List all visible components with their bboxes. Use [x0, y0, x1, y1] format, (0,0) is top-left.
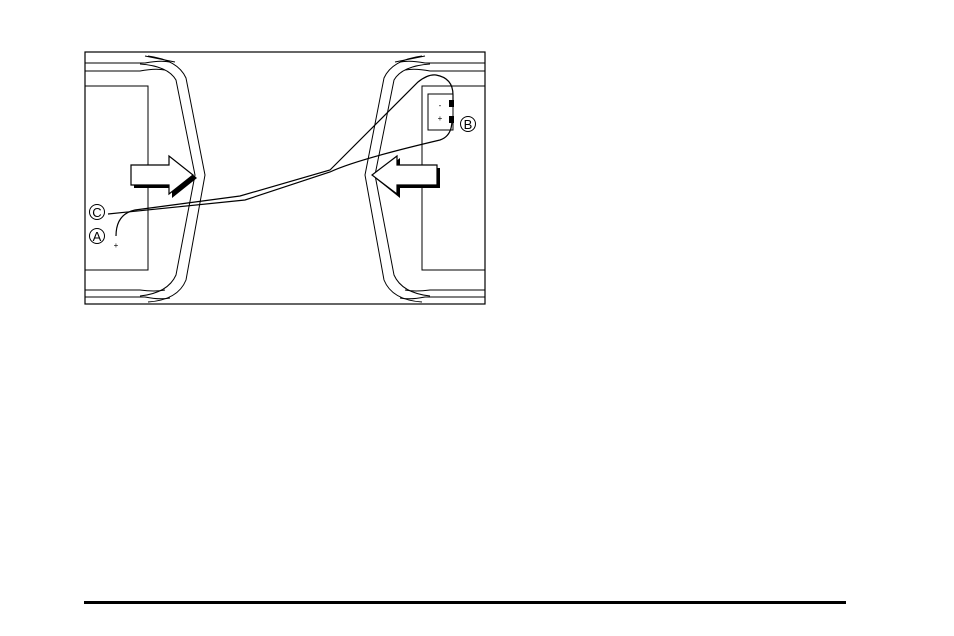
- callout-c-label: C: [92, 205, 101, 220]
- battery-plus-sign: +: [438, 114, 443, 123]
- battery-minus-sign: -: [439, 101, 442, 110]
- callout-a: A: [90, 229, 105, 245]
- callout-a-label: A: [93, 229, 102, 244]
- good-battery: - +: [428, 94, 454, 130]
- callout-b-label: B: [464, 117, 473, 132]
- dead-battery-plus-sign: +: [114, 241, 119, 250]
- callout-b: B: [461, 117, 476, 133]
- footer-rule: [84, 601, 846, 604]
- callout-c: C: [90, 205, 105, 221]
